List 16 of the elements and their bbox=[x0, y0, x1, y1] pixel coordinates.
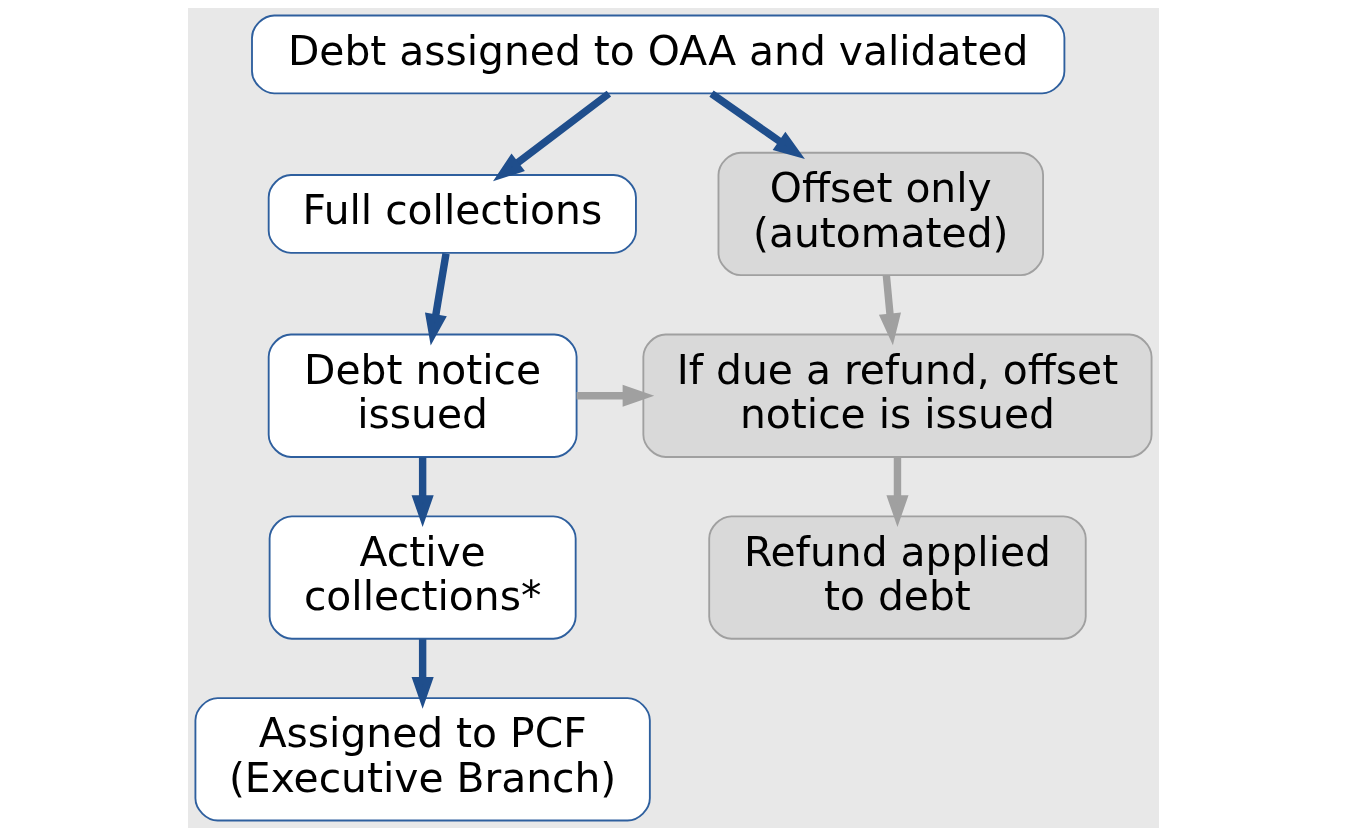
arrow bbox=[424, 253, 450, 346]
node-box: Debt notice issued bbox=[267, 333, 577, 458]
arrow bbox=[411, 639, 434, 709]
arrow bbox=[576, 384, 654, 407]
arrow bbox=[708, 90, 805, 160]
node-box: Refund applied to debt bbox=[707, 515, 1087, 640]
node-box: If due a refund, offset notice is issued bbox=[641, 333, 1152, 458]
arrow bbox=[411, 457, 434, 527]
arrow bbox=[492, 90, 611, 182]
node-box: Debt assigned to OAA and validated bbox=[250, 14, 1065, 95]
node-box: Assigned to PCF (Executive Branch) bbox=[194, 697, 651, 822]
arrow bbox=[878, 275, 901, 346]
node-box: Active collections* bbox=[268, 515, 577, 640]
node-box: Full collections bbox=[267, 174, 637, 254]
arrow bbox=[885, 457, 909, 527]
node-box: Offset only (automated) bbox=[717, 151, 1044, 277]
